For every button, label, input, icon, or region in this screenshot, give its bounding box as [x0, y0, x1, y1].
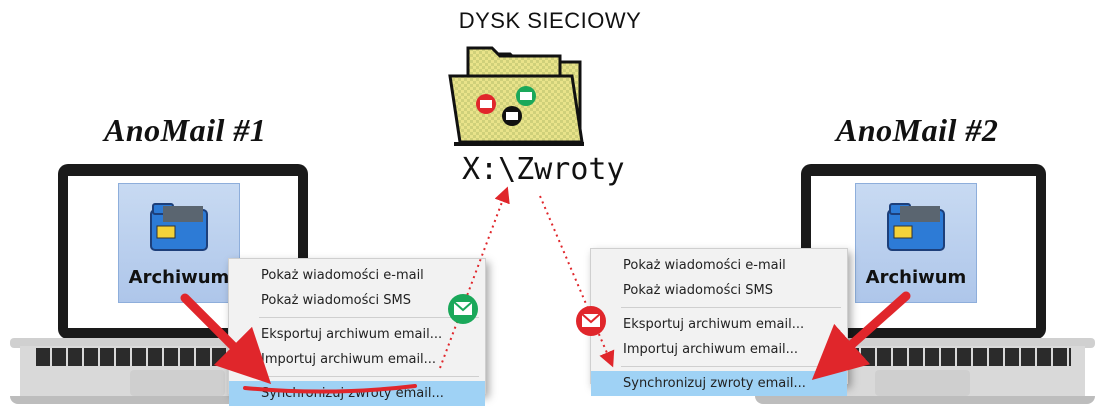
- menu-import-archive[interactable]: Importuj archiwum email...: [261, 352, 437, 367]
- right-brand-label: AnoMail #2: [836, 112, 999, 148]
- menu-separator: [621, 307, 841, 308]
- left-archive-label: Archiwum: [128, 267, 230, 288]
- menu-export-archive[interactable]: Eksportuj archiwum email...: [261, 327, 443, 342]
- right-archive-label: Archiwum: [865, 267, 967, 288]
- menu-show-sms[interactable]: Pokaż wiadomości SMS: [623, 283, 773, 298]
- menu-sync-returns[interactable]: Synchronizuj zwroty email...: [591, 371, 847, 396]
- right-archive-tile[interactable]: Archiwum: [855, 183, 977, 303]
- menu-show-sms[interactable]: Pokaż wiadomości SMS: [261, 293, 411, 308]
- menu-import-archive[interactable]: Importuj archiwum email...: [623, 342, 799, 357]
- right-context-menu: Pokaż wiadomości e-mail Pokaż wiadomości…: [590, 248, 848, 396]
- menu-sync-returns[interactable]: Synchronizuj zwroty email...: [229, 381, 485, 406]
- menu-separator: [621, 366, 841, 367]
- archive-folder-icon: [150, 203, 208, 251]
- menu-separator: [259, 317, 479, 318]
- left-brand-label: AnoMail #1: [104, 112, 267, 148]
- menu-separator: [259, 376, 479, 377]
- left-context-menu: Pokaż wiadomości e-mail Pokaż wiadomości…: [228, 258, 486, 406]
- network-folder-icon: [448, 46, 584, 146]
- menu-show-email[interactable]: Pokaż wiadomości e-mail: [623, 258, 786, 273]
- network-path-label: X:\Zwroty: [462, 152, 625, 187]
- menu-show-email[interactable]: Pokaż wiadomości e-mail: [261, 268, 424, 283]
- menu-export-archive[interactable]: Eksportuj archiwum email...: [623, 317, 805, 332]
- left-archive-tile[interactable]: Archiwum: [118, 183, 240, 303]
- network-drive-title: DYSK SIECIOWY: [458, 8, 642, 33]
- archive-folder-icon: [887, 203, 945, 251]
